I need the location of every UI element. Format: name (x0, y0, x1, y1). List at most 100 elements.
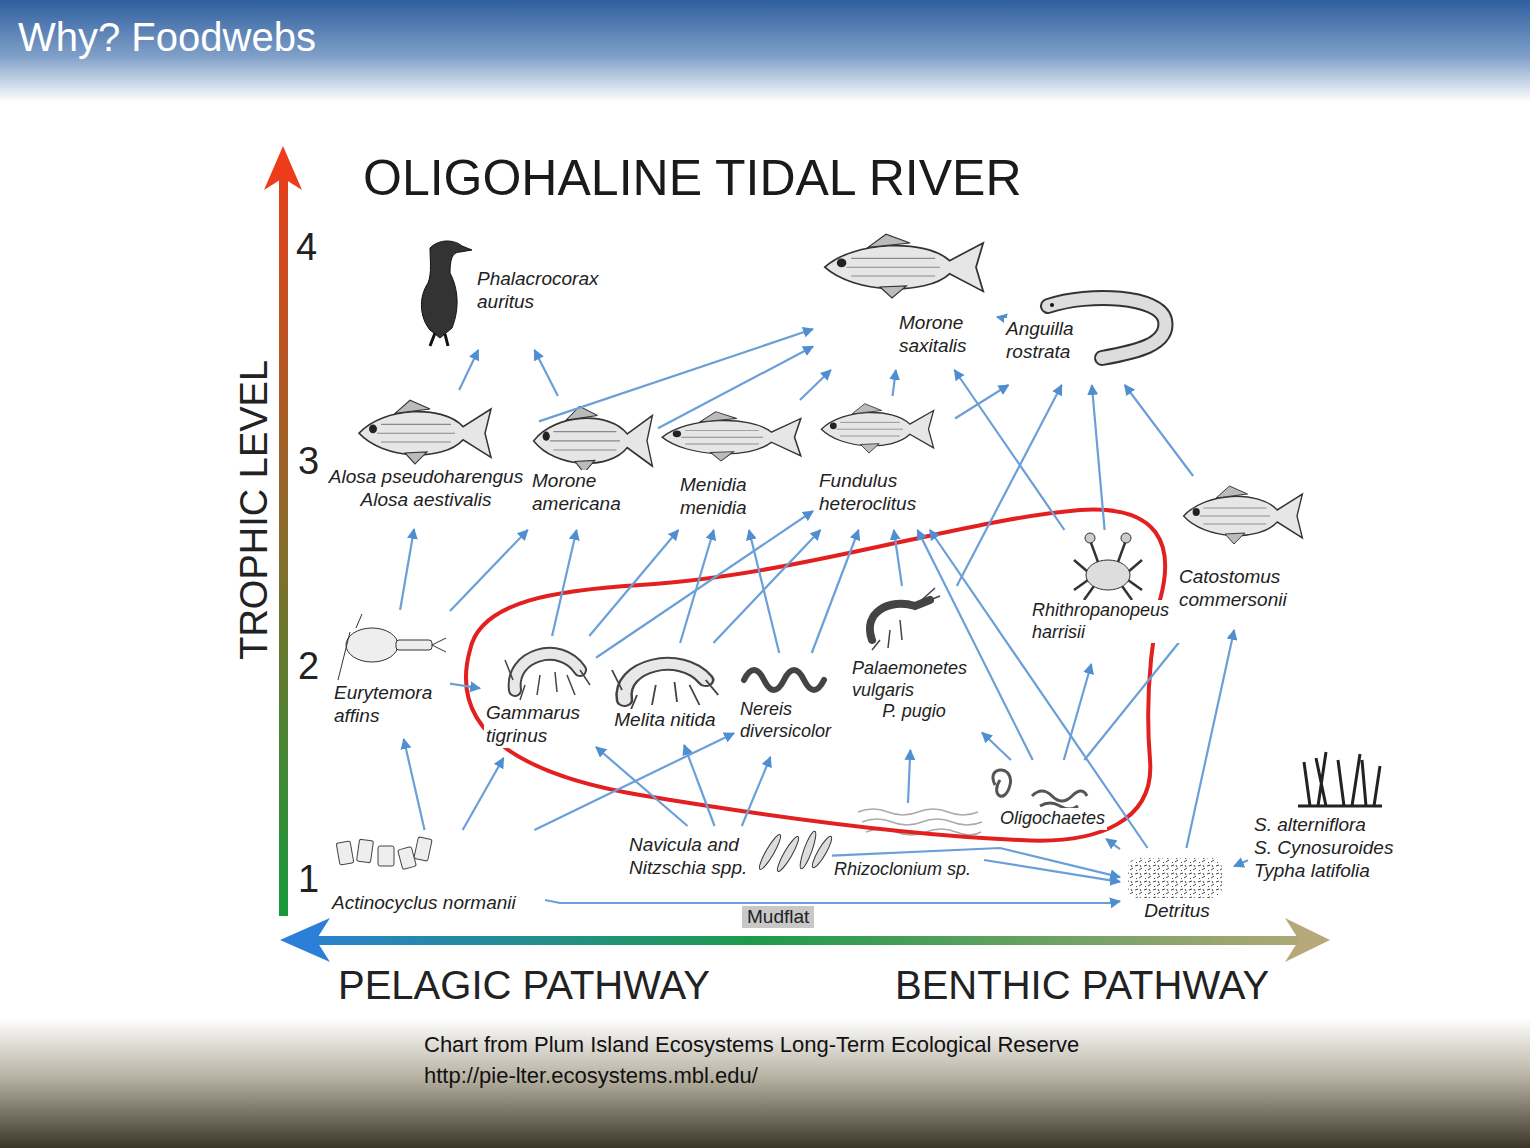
path-shape (338, 614, 446, 680)
rect-shape (300, 936, 1310, 945)
feeding-arrow (800, 370, 831, 400)
species-node: Anguilla rostrata (1000, 288, 1175, 383)
use-shape (1184, 486, 1303, 544)
species-node: Fundulus heteroclitus (815, 398, 953, 528)
axis-title: TROPHIC LEVEL (233, 360, 277, 660)
species-name: Typha latifolia (1252, 860, 1372, 883)
source-caption: Chart from Plum Island Ecosystems Long-T… (424, 1030, 1124, 1092)
path-shape (872, 588, 940, 650)
feeding-arrow (749, 530, 779, 653)
feeding-arrow (894, 530, 902, 586)
axis-title: BENTHIC PATHWAY (895, 962, 1269, 1008)
species-node: Rhithropanopeus harrisii (1028, 532, 1193, 662)
species-name: Alosa pseudoharengus (327, 466, 525, 489)
axis-title: PELAGIC PATHWAY (338, 962, 710, 1008)
feeding-arrow (1092, 385, 1105, 530)
species-node: Navicula and Nitzschia spp. (625, 828, 830, 893)
species-name: P. pugio (880, 701, 948, 723)
species-name: Gammarus tigrinus (484, 702, 592, 748)
species-node: Oligochaetes (990, 762, 1115, 837)
feeding-arrow (1106, 839, 1120, 849)
use-shape (825, 234, 983, 298)
feeding-arrow (1186, 630, 1234, 848)
fish-figures (359, 234, 1302, 544)
species-node: Menidia menidia (658, 402, 808, 528)
feeding-arrow (680, 530, 714, 643)
rect-shape (357, 839, 374, 863)
detritus-figure (1128, 858, 1222, 898)
feeding-arrow (450, 684, 480, 689)
species-name: Nereis diversicolor (738, 699, 846, 742)
path-shape (264, 146, 302, 190)
shrimp-figure (870, 588, 940, 650)
rect-shape (396, 640, 432, 650)
species-name: Morone americana (530, 470, 654, 516)
species-node: Phalacrocorax auritus (398, 238, 613, 348)
feeding-arrow (742, 757, 771, 826)
feeding-arrow (893, 370, 896, 396)
feeding-arrow (1234, 860, 1248, 866)
highlight-outline (466, 510, 1165, 841)
ellipse-shape (775, 835, 802, 874)
ellipse-shape (1086, 560, 1130, 590)
diagram-title: OLIGOHALINE TIDAL RIVER (363, 150, 1022, 208)
species-name: Phalacrocorax auritus (475, 268, 613, 314)
path-shape (1285, 918, 1330, 962)
feeding-arrow (596, 747, 688, 826)
rect-shape (378, 846, 394, 866)
feeding-arrow (954, 370, 1064, 530)
cormorant-figure (421, 241, 472, 346)
circle-shape (1085, 533, 1095, 543)
species-name: S. alterniflora (1252, 814, 1368, 837)
feeding-arrow (812, 530, 859, 653)
marsh-plant-figure (1298, 752, 1382, 806)
feeding-arrow (589, 530, 678, 636)
feeding-arrow (596, 511, 813, 658)
feeding-arrow (997, 316, 998, 318)
feeding-arrow (539, 329, 813, 421)
species-node: Gammarus tigrinus (482, 638, 594, 756)
species-node: Rhizoclonium sp. (830, 805, 982, 890)
species-name: Navicula and Nitzschia spp. (627, 834, 750, 880)
rect-shape (414, 837, 432, 861)
pennate-diatoms (757, 830, 835, 873)
path-shape (280, 918, 330, 962)
feeding-arrow (545, 900, 1120, 903)
path-shape (1074, 540, 1142, 600)
species-node: Morone saxitalis (815, 228, 995, 368)
header-bar (0, 0, 1530, 102)
species-name: Rhizoclonium sp. (832, 859, 973, 881)
species-name: Rhithropanopeus harrisii (1030, 600, 1191, 643)
feeding-arrow (459, 350, 478, 390)
path-shape (430, 333, 448, 346)
species-node: Catostomus commersonii (1175, 478, 1327, 628)
species-node: Nereis diversicolor (736, 655, 848, 755)
feeding-arrow (534, 733, 734, 830)
species-node: Melita nitida (600, 645, 730, 743)
feeding-arrow (400, 529, 414, 610)
feeding-arrow (1064, 664, 1091, 760)
path-shape (870, 600, 930, 640)
path-shape (421, 241, 472, 338)
species-node: Actinocyclus normanii (328, 832, 543, 924)
species-name: S. Cynosuroides (1252, 837, 1395, 860)
feeding-arrow (463, 758, 504, 830)
species-name: Palaemonetes vulgaris (850, 658, 978, 701)
feeding-arrow (984, 860, 1120, 882)
species-name: Oligochaetes (998, 808, 1107, 830)
feeding-arrow (957, 385, 1062, 586)
feeding-arrow (450, 530, 528, 611)
feeding-arrow (1084, 630, 1189, 760)
circle-shape (1121, 533, 1131, 543)
feeding-arrow (552, 530, 576, 636)
feeding-arrow (982, 733, 1011, 760)
rect-shape (398, 847, 417, 870)
feeding-arrow (955, 385, 1008, 419)
rect-shape (336, 841, 354, 865)
species-node: Detritus (1122, 850, 1232, 932)
species-node: Eurytemora affins (330, 612, 448, 737)
species-name: Alosa aestivalis (359, 489, 494, 512)
feeding-arrow (684, 745, 714, 826)
copepod-figure (338, 614, 446, 680)
